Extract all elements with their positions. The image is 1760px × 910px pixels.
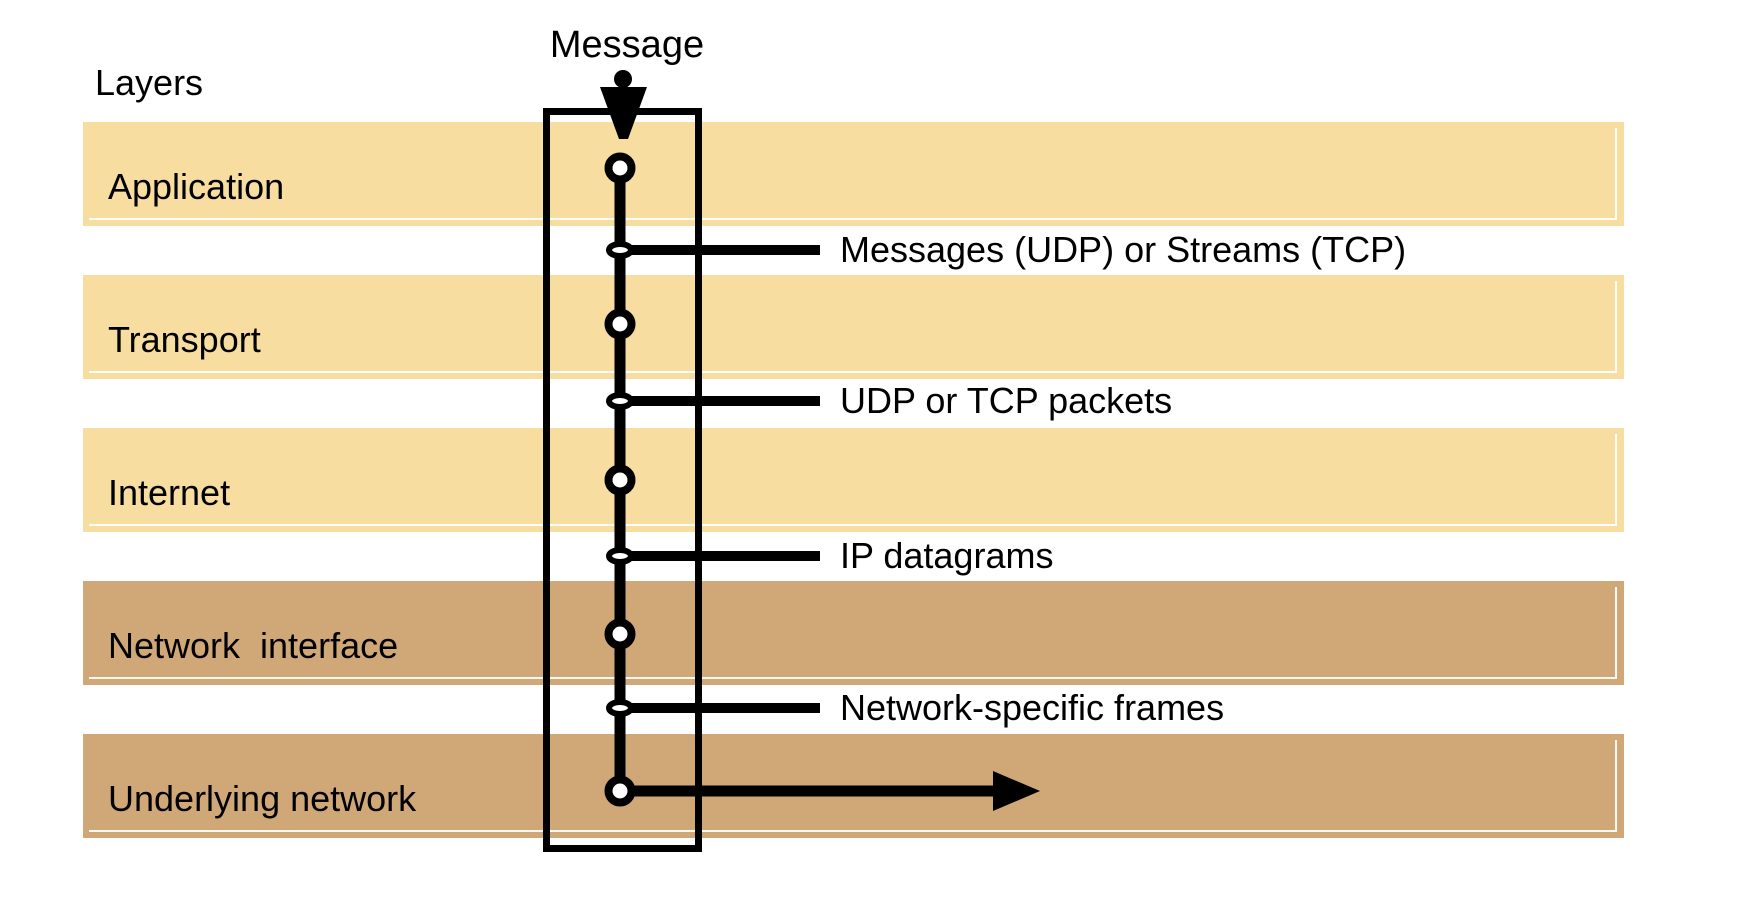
message-title: Message — [549, 24, 705, 66]
annotation-network-frames: Network-specific frames — [840, 687, 1225, 728]
annotation-messages-streams: Messages (UDP) or Streams (TCP) — [840, 229, 1407, 270]
junction-node-3 — [606, 547, 634, 565]
layer-node-network-interface — [604, 618, 636, 650]
layer-label-internet: Internet — [108, 472, 231, 513]
layer-node-transport — [604, 308, 636, 340]
right-arrow-icon — [993, 771, 1040, 811]
layer-label-underlying-network: Underlying network — [108, 778, 417, 819]
layer-band-application: Application — [83, 122, 1624, 226]
annotation-udp-tcp-packets: UDP or TCP packets — [840, 380, 1173, 421]
layer-band-transport: Transport — [83, 275, 1624, 379]
down-arrow-icon — [600, 70, 647, 139]
layers-title: Layers — [95, 62, 204, 103]
layer-band-internet: Internet — [83, 428, 1624, 532]
layer-node-internet — [604, 464, 636, 496]
layer-label-transport: Transport — [108, 319, 261, 360]
layer-node-application — [604, 152, 636, 184]
layer-node-underlying-network — [604, 775, 636, 807]
annotation-ip-datagrams: IP datagrams — [840, 535, 1054, 576]
layer-band-network-interface: Network interface — [83, 581, 1624, 685]
junction-node-2 — [606, 392, 634, 410]
junction-node-1 — [606, 241, 634, 259]
layer-label-application: Application — [108, 166, 285, 207]
layer-label-network-interface: Network interface — [108, 625, 399, 666]
junction-node-4 — [606, 699, 634, 717]
